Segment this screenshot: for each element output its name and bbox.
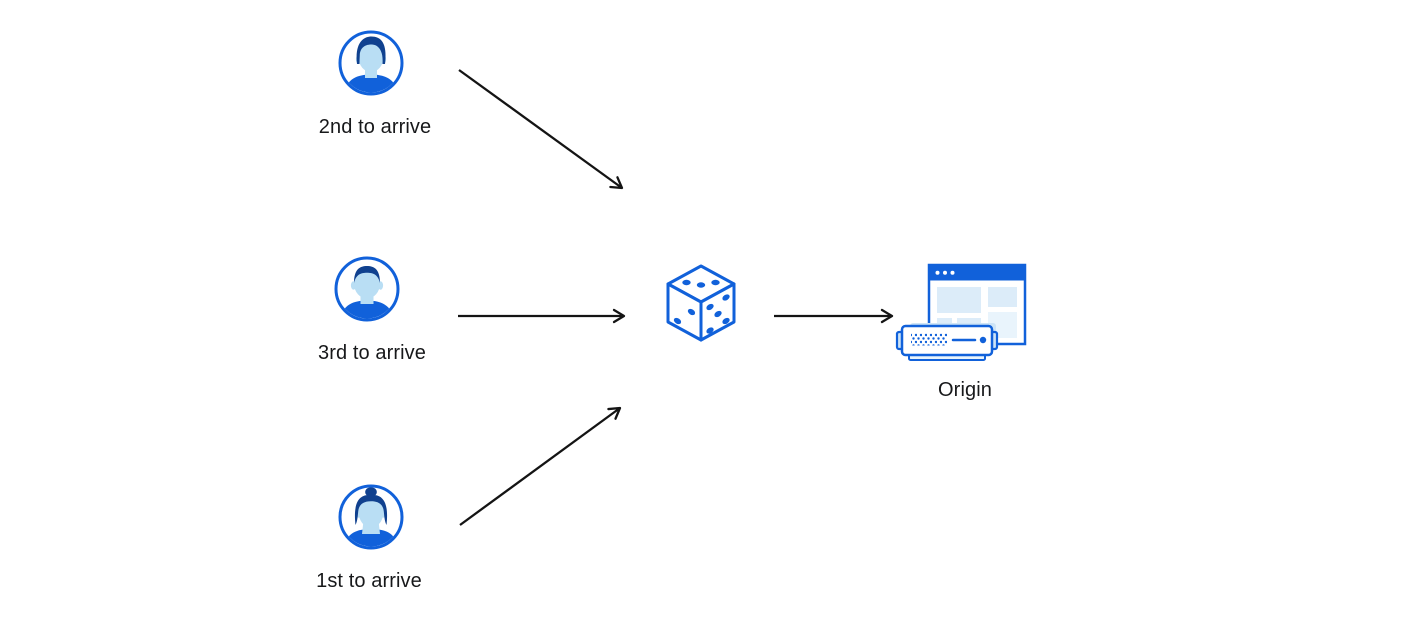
server-led — [979, 336, 987, 344]
dice-icon — [666, 264, 736, 342]
origin-label: Origin — [938, 379, 992, 401]
arrow-client1-to-dice — [459, 406, 622, 526]
flow-arrows — [458, 69, 894, 526]
server-icon — [895, 323, 999, 361]
avatar-man-quiff-icon — [338, 30, 404, 96]
avatar-man-short-hair-icon — [334, 256, 400, 322]
avatar-woman-bun-icon — [338, 484, 404, 550]
client-label-3rd: 3rd to arrive — [317, 342, 427, 364]
client-label-1st: 1st to arrive — [316, 570, 422, 592]
client-label-2nd: 2nd to arrive — [318, 116, 432, 138]
server-vents — [911, 333, 947, 346]
arrow-client2-to-dice — [458, 69, 624, 190]
dice-pips — [673, 279, 730, 334]
